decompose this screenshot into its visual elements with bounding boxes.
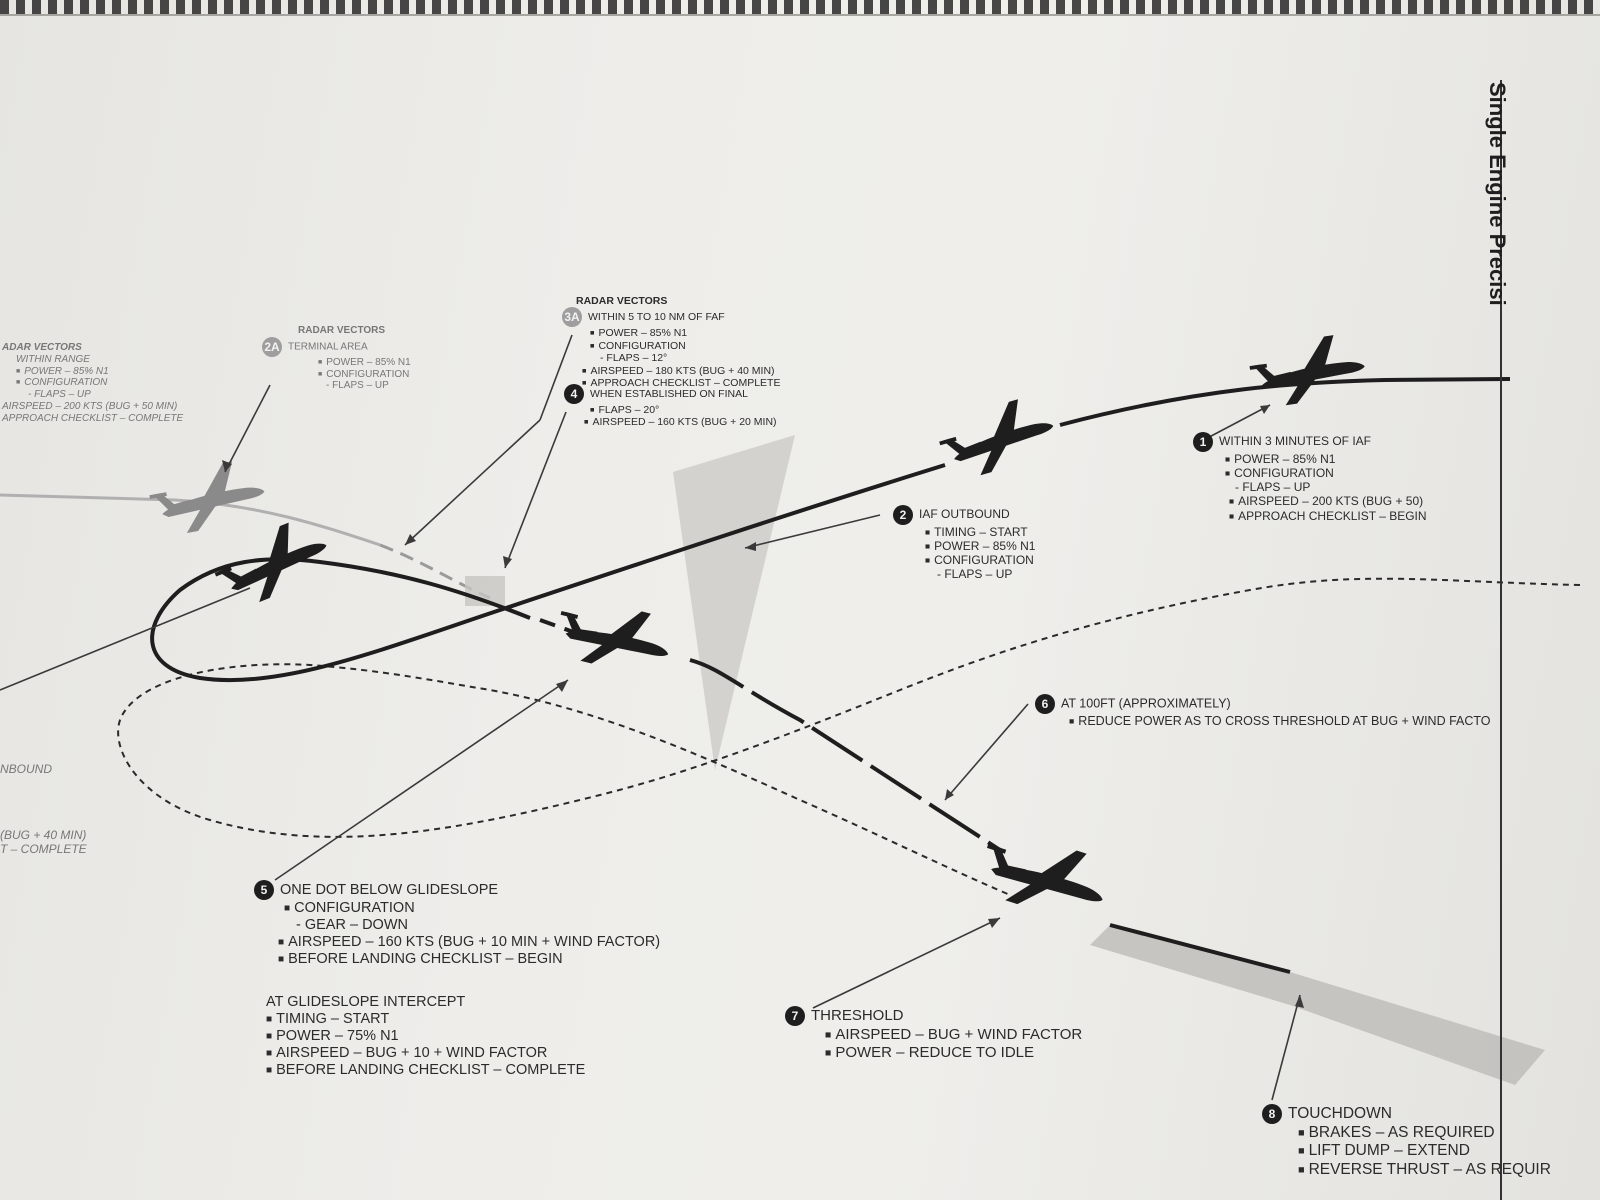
flight-path-rollout (1109, 923, 1291, 974)
flight-path-descent (150, 463, 946, 683)
callout-gs-line: POWER – 75% N1 (266, 1028, 585, 1045)
callout-3a-line: AIRSPEED – 180 KTS (BUG + 40 MIN) (562, 365, 780, 377)
callout-4: 4 WHEN ESTABLISHED ON FINAL FLAPS – 20° A… (564, 384, 777, 429)
callout-2-line: TIMING – START (893, 525, 1035, 539)
callout-8-line: REVERSE THRUST – AS REQUIR (1262, 1161, 1551, 1179)
callout-7-line: POWER – REDUCE TO IDLE (785, 1044, 1082, 1062)
callout-left-line: NBOUND (0, 762, 53, 776)
callout-7-line: THRESHOLD (811, 1006, 904, 1024)
callout-5-line: CONFIGURATION (254, 900, 660, 917)
leader-lines (0, 334, 1301, 1101)
badge-1: 1 (1193, 432, 1213, 452)
glideslope-beam (673, 435, 795, 770)
callout-5-line: BEFORE LANDING CHECKLIST – BEGIN (254, 951, 660, 968)
callout-4-line: FLAPS – 20° (564, 404, 777, 416)
flight-path-upper (1059, 377, 1511, 427)
callout-8: 8 TOUCHDOWN BRAKES – AS REQUIRED LIFT DUM… (1262, 1104, 1551, 1179)
callout-glideslope-intercept: AT GLIDESLOPE INTERCEPT TIMING – START P… (266, 994, 585, 1080)
badge-6: 6 (1035, 694, 1055, 714)
aircraft-2 (933, 391, 1061, 484)
callout-gs-line: BEFORE LANDING CHECKLIST – COMPLETE (266, 1062, 585, 1079)
callout-2a: RADAR VECTORS 2A TERMINAL AREA POWER – 85… (262, 325, 411, 392)
runway (1090, 925, 1545, 1085)
aircraft-1 (1246, 331, 1369, 410)
callout-3a-line: WITHIN 5 TO 10 NM OF FAF (588, 311, 725, 324)
callout-gs-header: AT GLIDESLOPE INTERCEPT (266, 994, 466, 1010)
callout-gs-line: AIRSPEED – BUG + 10 + WIND FACTOR (266, 1045, 585, 1062)
callout-5-line: - GEAR – DOWN (296, 917, 408, 934)
badge-7: 7 (785, 1006, 805, 1026)
title-rule (1500, 80, 1502, 1200)
callout-8-line: TOUCHDOWN (1288, 1105, 1392, 1123)
dashed-missed-path (117, 577, 1581, 896)
callout-3a-line: POWER – 85% N1 (562, 327, 780, 339)
callout-1a-header: ADAR VECTORS (2, 342, 82, 353)
callout-2: 2 IAF OUTBOUND TIMING – START POWER – 85%… (893, 505, 1035, 582)
callout-6: 6 AT 100FT (APPROXIMATELY) REDUCE POWER A… (1035, 694, 1491, 729)
callout-2-line: POWER – 85% N1 (893, 539, 1035, 553)
badge-8: 8 (1262, 1104, 1282, 1124)
aircraft-faded (146, 456, 270, 539)
badge-2a: 2A (262, 336, 282, 357)
flight-path-final (539, 618, 591, 640)
callout-4-line: WHEN ESTABLISHED ON FINAL (590, 387, 748, 400)
callout-1a-line: WITHIN RANGE (16, 353, 90, 365)
callout-3a-line: - FLAPS – 12° (600, 352, 668, 365)
badge-5: 5 (254, 880, 274, 900)
callout-2a-line: POWER – 85% N1 (262, 357, 410, 369)
flight-path-glideslope (689, 658, 1002, 852)
callout-1a-line: POWER – 85% N1 (2, 366, 183, 378)
callout-1-line: POWER – 85% N1 (1193, 452, 1427, 466)
callout-3a-line: CONFIGURATION (562, 340, 780, 352)
leader-arrowheads (222, 405, 1304, 1008)
callout-1a-line: CONFIGURATION (2, 377, 183, 389)
callout-left-fragments: NBOUND (BUG + 40 MIN) T – COMPLETE (0, 762, 87, 856)
callout-1a-line: APPROACH CHECKLIST – COMPLETE (2, 412, 184, 424)
callout-8-line: BRAKES – AS REQUIRED (1262, 1124, 1551, 1142)
callout-2a-header: RADAR VECTORS (298, 325, 386, 336)
callout-2-line: IAF OUTBOUND (919, 507, 1010, 522)
page-title: Single Engine Precisi (1485, 82, 1510, 306)
callout-4-line: AIRSPEED – 160 KTS (BUG + 20 MIN) (564, 416, 776, 428)
callout-left-line: (BUG + 40 MIN) (0, 828, 87, 843)
callout-6-line: AT 100FT (APPROXIMATELY) (1061, 696, 1231, 711)
callout-2a-line: TERMINAL AREA (288, 341, 368, 353)
callout-6-line: REDUCE POWER AS TO CROSS THRESHOLD AT BU… (1035, 714, 1490, 729)
aircraft-4 (550, 592, 677, 681)
callout-1-line: APPROACH CHECKLIST – BEGIN (1193, 509, 1427, 523)
badge-3a: 3A (562, 307, 582, 328)
callout-gs-line: TIMING – START (266, 1011, 585, 1028)
callout-1-line: WITHIN 3 MINUTES OF IAF (1219, 434, 1371, 449)
callout-1-line: - FLAPS – UP (1235, 480, 1311, 495)
badge-2: 2 (893, 505, 913, 525)
callout-7-line: AIRSPEED – BUG + WIND FACTOR (785, 1026, 1082, 1044)
callout-1-line: CONFIGURATION (1193, 466, 1427, 480)
aircraft-5 (973, 823, 1115, 929)
callout-left-line: T – COMPLETE (0, 842, 87, 857)
callout-1-line: AIRSPEED – 200 KTS (BUG + 50) (1193, 494, 1427, 508)
badge-4: 4 (564, 384, 584, 404)
callout-2a-line: CONFIGURATION (262, 369, 411, 381)
callout-2-line: CONFIGURATION (893, 553, 1035, 567)
callout-8-line: LIFT DUMP – EXTEND (1262, 1142, 1551, 1160)
callout-3a: RADAR VECTORS 3A WITHIN 5 TO 10 NM OF FAF… (562, 295, 780, 389)
callout-1a-line: - FLAPS – UP (28, 389, 91, 401)
callout-1a-line: AIRSPEED – 200 KTS (BUG + 50 MIN) (2, 400, 178, 412)
callout-2a-line: - FLAPS – UP (326, 380, 389, 392)
callout-2-line: - FLAPS – UP (937, 567, 1013, 582)
callout-5-line: AIRSPEED – 160 KTS (BUG + 10 MIN + WIND … (254, 934, 660, 951)
callout-3a-header: RADAR VECTORS (576, 295, 668, 307)
callout-1a: ADAR VECTORS WITHIN RANGE POWER – 85% N1… (2, 342, 183, 425)
spiral-binding (0, 0, 1600, 16)
callout-5-line: ONE DOT BELOW GLIDESLOPE (280, 881, 499, 898)
callout-3a-line: APPROACH CHECKLIST – COMPLETE (562, 377, 780, 389)
